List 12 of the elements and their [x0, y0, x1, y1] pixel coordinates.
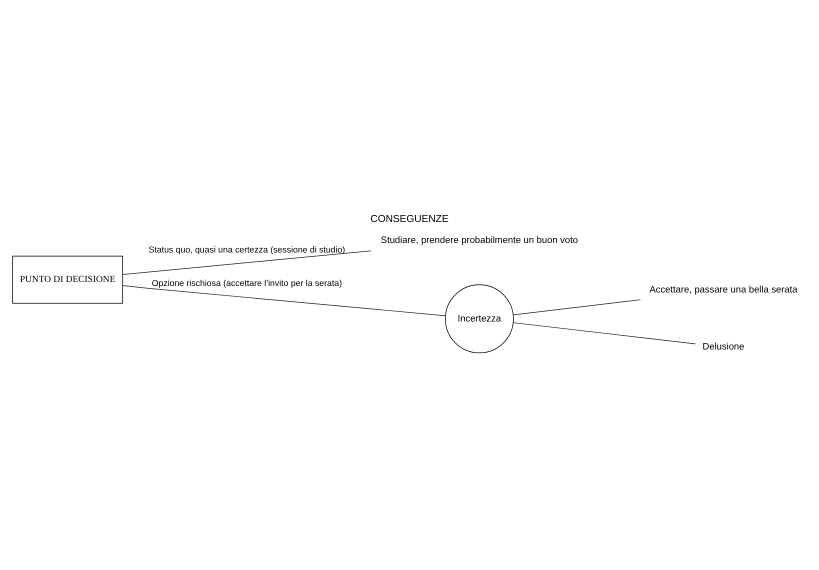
- node-text: Studiare, prendere probabilmente un buon voto: [380, 234, 578, 245]
- node-box: PUNTO DI DECISIONE: [12, 255, 124, 304]
- diagram-title: CONSEGUENZE: [370, 213, 449, 224]
- edge-label: Status quo, quasi una certezza (sessione di studio): [148, 244, 346, 254]
- connector: [122, 284, 446, 316]
- connector: [122, 250, 372, 274]
- connector: [512, 298, 641, 315]
- connector: [512, 322, 696, 344]
- node-text: Accettare, passare una bella serata: [649, 282, 798, 294]
- node-circle: Incertezza: [445, 284, 514, 353]
- edge-label: Opzione rischiosa (accettare l’invito per la serata): [152, 277, 342, 288]
- node-text: Delusione: [702, 340, 744, 352]
